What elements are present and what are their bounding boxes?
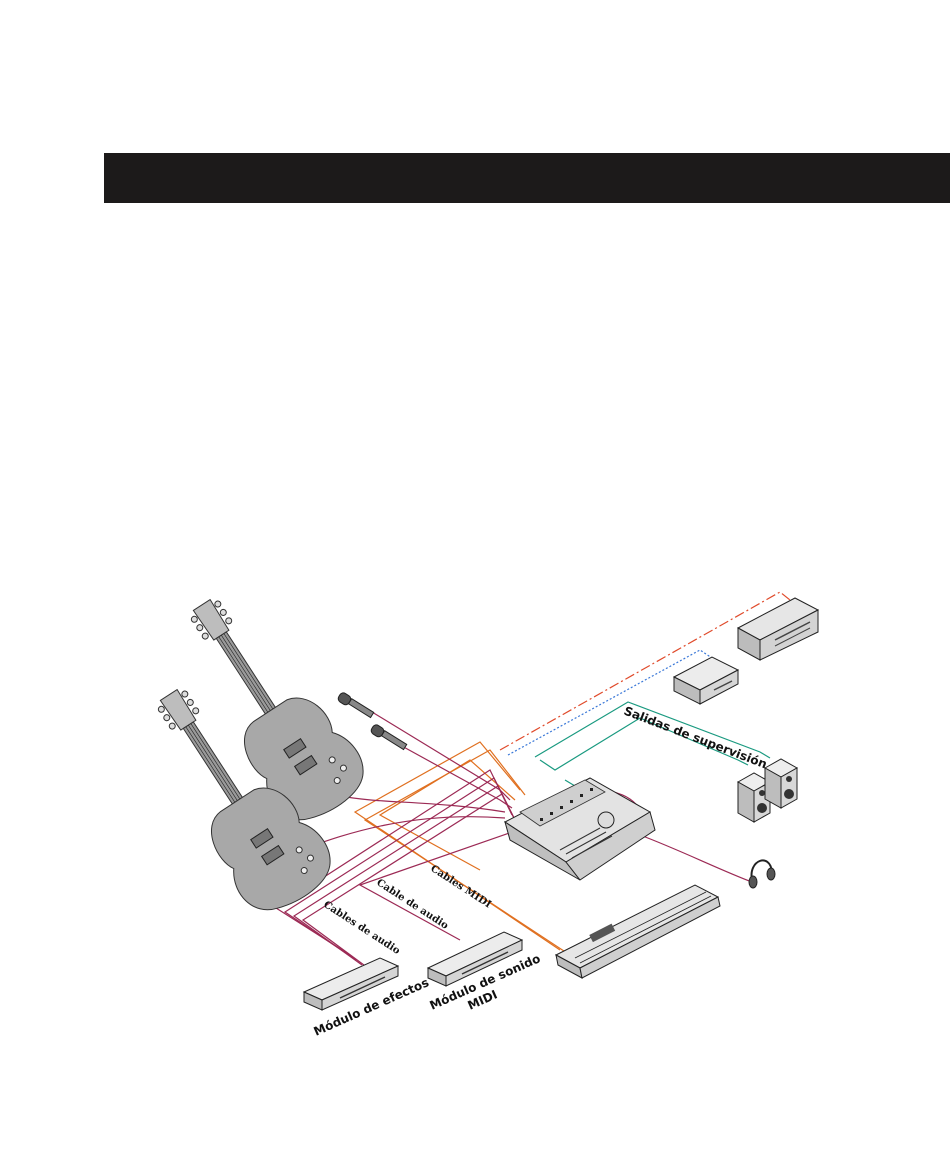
control-surface-icon bbox=[505, 778, 655, 880]
headphones-icon bbox=[749, 860, 775, 888]
midi-cables-label: Cables MIDI bbox=[428, 863, 493, 910]
monitor-outputs-label: Salidas de supervisión bbox=[622, 704, 769, 772]
monitor-cable-3 bbox=[565, 780, 575, 786]
dash-dot-cable bbox=[500, 592, 790, 750]
mic-cable-1 bbox=[372, 712, 510, 800]
audio-cable-label: Cable de audio bbox=[374, 877, 450, 932]
midi-cable-3 bbox=[380, 760, 515, 870]
audio-cables-label: Cables de audio bbox=[321, 899, 402, 957]
microphone-icon bbox=[370, 723, 408, 752]
microphone-icon bbox=[337, 691, 375, 720]
interface-box-icon bbox=[674, 657, 738, 704]
speaker-icon bbox=[765, 759, 797, 808]
midi-keyboard-icon bbox=[556, 885, 720, 978]
rack-unit-icon bbox=[738, 598, 818, 660]
